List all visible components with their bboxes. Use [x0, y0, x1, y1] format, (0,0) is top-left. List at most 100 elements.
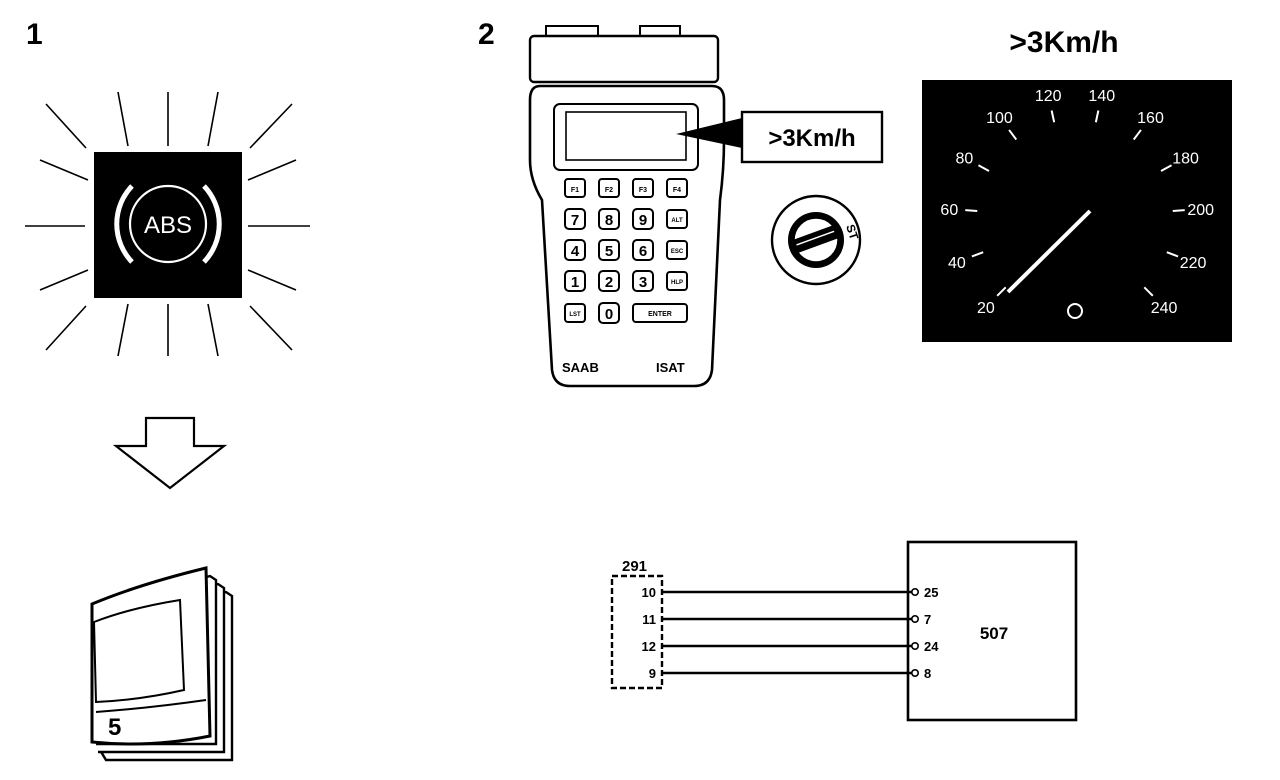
svg-text:9: 9	[639, 212, 647, 229]
pin-terminal	[910, 641, 919, 650]
speedometer-tick	[971, 251, 984, 258]
key-esc[interactable]	[666, 240, 688, 260]
speedometer-scale-label: 100	[986, 110, 1013, 127]
key-2[interactable]	[598, 270, 620, 292]
key-3[interactable]	[632, 270, 654, 292]
speedometer-tick	[1132, 129, 1142, 141]
svg-text:F3: F3	[639, 187, 647, 194]
control-unit-507	[906, 540, 1078, 722]
speedometer-tick	[977, 164, 990, 172]
connector-291-label: 291	[622, 558, 647, 575]
key-alt[interactable]	[666, 209, 688, 229]
key-hlp[interactable]	[666, 271, 688, 291]
svg-text:1: 1	[571, 274, 579, 291]
key-7[interactable]	[564, 208, 586, 230]
tester-brand-right: ISAT	[656, 360, 685, 375]
key-f4[interactable]	[666, 178, 688, 198]
speedometer-tick	[1008, 129, 1018, 141]
speedometer-tick	[1166, 251, 1179, 258]
key-4[interactable]	[564, 239, 586, 261]
speedometer-tick	[1094, 110, 1100, 123]
manual-window	[92, 598, 186, 704]
pin-terminal	[910, 587, 919, 596]
diagnostic-tester: >3Km/h F1 F2 F3 F4 7 8 9 ALT 4 5	[528, 25, 884, 388]
speedometer-scale-label: 240	[1151, 300, 1178, 317]
key-1[interactable]	[564, 270, 586, 292]
control-unit-label: 507	[980, 624, 1008, 643]
speedometer-heading: >3Km/h	[1009, 26, 1118, 59]
svg-text:F4: F4	[673, 187, 681, 194]
step-1-number: 1	[26, 18, 43, 51]
svg-text:F2: F2	[605, 187, 613, 194]
speedometer-tick	[1143, 286, 1154, 297]
speedometer-needle	[1006, 209, 1092, 294]
abs-text: ABS	[144, 212, 192, 239]
key-5[interactable]	[598, 239, 620, 261]
speedometer-scale-label: 80	[956, 151, 974, 168]
tester-connector	[528, 34, 720, 84]
svg-text:ENTER: ENTER	[648, 311, 672, 318]
svg-text:ESC: ESC	[671, 249, 684, 255]
speedometer-tick	[996, 286, 1007, 297]
svg-text:3: 3	[639, 274, 647, 291]
lamp-bracket-left	[114, 184, 134, 264]
pin-left: 10	[642, 585, 656, 600]
speedometer-scale-label: 40	[948, 255, 966, 272]
lamp-circle	[128, 184, 208, 264]
pin-terminal	[910, 614, 919, 623]
speedometer-scale-label: 140	[1088, 88, 1115, 105]
key-f3[interactable]	[632, 178, 654, 198]
ignition-switch-icon	[770, 194, 862, 286]
svg-text:F1: F1	[571, 187, 579, 194]
pin-left: 9	[649, 666, 656, 681]
speedometer-scale-label: 200	[1187, 202, 1214, 219]
key-enter[interactable]	[632, 303, 688, 323]
speedometer-scale-label: 20	[977, 300, 995, 317]
key-f1[interactable]	[564, 178, 586, 198]
speedometer-scale-label: 120	[1035, 88, 1062, 105]
svg-text:4: 4	[571, 243, 580, 260]
wiring-diagram: 291 507 10 25 11 7 12 24 9 8	[610, 540, 1078, 722]
key-0[interactable]	[598, 302, 620, 324]
key-9[interactable]	[632, 208, 654, 230]
key-lst[interactable]	[564, 303, 586, 323]
service-manual-icon	[90, 566, 234, 762]
svg-text:0: 0	[605, 306, 613, 323]
svg-text:6: 6	[639, 243, 647, 260]
speedometer-scale: 20 40 60 80 100 120 140 160 180 200 220 240	[940, 88, 1214, 317]
tester-brand-left: SAAB	[562, 360, 599, 375]
display-callout-text: >3Km/h	[768, 125, 855, 152]
pin-terminal	[910, 668, 919, 677]
key-6[interactable]	[632, 239, 654, 261]
svg-text:HLP: HLP	[671, 280, 683, 286]
step-2-number: 2	[478, 18, 495, 51]
speedometer-tick	[1172, 209, 1185, 213]
key-8[interactable]	[598, 208, 620, 230]
pin-right: 8	[924, 666, 931, 681]
speedometer-scale-label: 180	[1172, 151, 1199, 168]
key-f2[interactable]	[598, 178, 620, 198]
pin-right: 7	[924, 612, 931, 627]
speedometer: 20 40 60 80 100 120 140 160 180 200 220 240	[922, 80, 1232, 342]
speedometer-tick	[1160, 164, 1173, 172]
speedometer-scale-label: 60	[940, 202, 958, 219]
speedometer-scale-label: 160	[1137, 110, 1164, 127]
svg-text:5: 5	[605, 243, 613, 260]
svg-text:ALT: ALT	[671, 218, 683, 224]
lamp-bracket-right	[202, 184, 222, 264]
manual-number: 5	[108, 714, 121, 741]
ignition-label: ST	[843, 223, 861, 243]
svg-text:8: 8	[605, 212, 613, 229]
tester-screen	[565, 111, 687, 161]
pin-right: 25	[924, 585, 938, 600]
svg-text:2: 2	[605, 274, 613, 291]
svg-text:7: 7	[571, 212, 579, 229]
speedometer-scale-label: 220	[1180, 255, 1207, 272]
lamp-rays	[25, 91, 310, 357]
pin-right: 24	[924, 639, 939, 654]
down-arrow-icon	[112, 416, 228, 490]
speedometer-hub	[1067, 303, 1083, 319]
keypad: F1 F2 F3 F4 7 8 9 ALT 4 5 6 ESC	[564, 178, 688, 324]
abs-warning-lamp: ABS	[25, 91, 310, 357]
